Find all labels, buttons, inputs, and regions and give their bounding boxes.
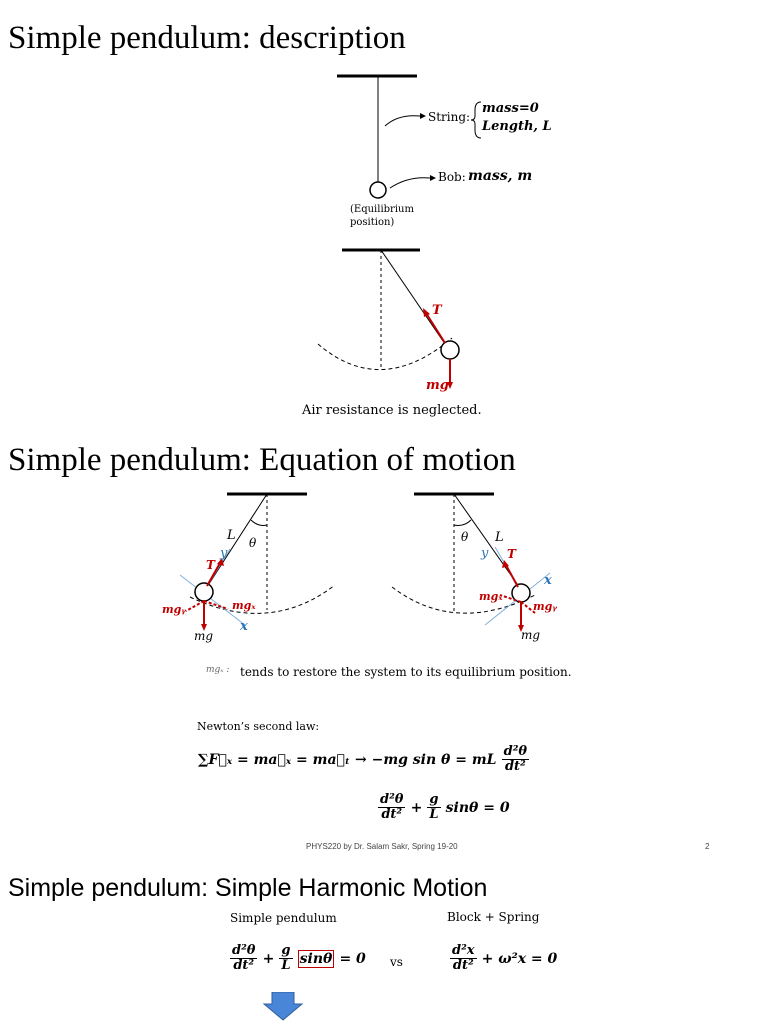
eqB-tail: + ω²x = 0 — [481, 951, 558, 967]
eq2-fraction-1: d²θ dt² — [378, 792, 406, 822]
tension-vector — [425, 312, 446, 344]
equation-of-motion-diagram — [179, 492, 551, 632]
right-theta-label: θ — [461, 530, 469, 544]
shm-pendulum-equation: d²θ dt² + g L sinθ = 0 — [230, 944, 366, 973]
equation-2: d²θ dt² + g L sinθ = 0 — [378, 793, 510, 822]
restore-note: tends to restore the system to its equil… — [240, 665, 572, 679]
eqA-denominator-1: dt² — [233, 958, 255, 973]
string-mass: mass=0 — [482, 101, 539, 116]
right-y-axis-label: y — [481, 546, 489, 561]
displaced-bob — [440, 340, 460, 360]
right-mgy-label: mgᵧ — [533, 600, 557, 613]
left-mgx-label: mgₓ — [232, 599, 256, 612]
swing-arc — [317, 337, 453, 371]
simple-pendulum-label: Simple pendulum — [230, 911, 337, 925]
bob-mass: mass, m — [468, 168, 533, 184]
eq2-tail: sinθ = 0 — [445, 800, 510, 816]
eq1-numerator: d²θ — [501, 744, 530, 760]
equation-1: ∑F⃗ₓ = ma⃗ₓ = ma⃗ₜ → −mg sin θ = mL d²θ … — [198, 744, 530, 774]
eq1-left: ∑F⃗ₓ = ma⃗ₓ = ma⃗ₜ → −mg sin θ = mL — [198, 752, 497, 768]
eqB-denominator: dt² — [452, 958, 474, 973]
section3-title: Simple pendulum: Simple Harmonic Motion — [8, 874, 488, 902]
eq1-denominator: dt² — [504, 759, 526, 774]
bob-circle — [369, 181, 387, 199]
string-pointer — [384, 115, 421, 127]
restore-symbol: mgₓ : — [206, 665, 230, 675]
bob-pointer — [389, 177, 431, 189]
pendulum-description-diagram — [317, 74, 482, 389]
equilibrium-label-2: position) — [350, 217, 395, 228]
down-arrow-icon — [262, 992, 304, 1021]
slide-footer: PHYS220 by Dr. Salam Sakr, Spring 19-20 — [306, 842, 458, 851]
left-theta-label: θ — [249, 536, 257, 550]
section2-title: Simple pendulum: Equation of motion — [8, 442, 516, 478]
left-mg-label: mg — [194, 629, 214, 643]
vs-label: vs — [390, 955, 403, 969]
eq2-numerator-2: g — [427, 793, 441, 808]
eq2-fraction-2: g L — [427, 793, 441, 822]
equilibrium-label-1: (Equilibrium — [350, 204, 414, 215]
eq2-plus: + — [410, 800, 423, 816]
eqA-boxed-sin: sinθ — [297, 950, 335, 968]
left-y-axis-label: y — [220, 546, 228, 561]
eqA-denominator-2: L — [281, 958, 291, 973]
eq2-numerator-1: d²θ — [378, 792, 406, 808]
eqB-fraction: d²x dt² — [450, 944, 477, 973]
right-x-axis-label: x — [544, 573, 552, 588]
string-length: Length, L — [482, 119, 552, 134]
left-x-axis-label: x — [240, 619, 248, 634]
left-mgy-label: mgᵧ — [162, 603, 186, 616]
eqA-tail: = 0 — [339, 951, 366, 967]
eqA-fraction-1: d²θ dt² — [230, 943, 258, 973]
eq2-denominator-2: L — [429, 807, 439, 822]
section1-title: Simple pendulum: description — [8, 20, 406, 56]
tension-label: T — [432, 303, 442, 318]
weight-label: mg — [426, 378, 449, 393]
right-mg-label: mg — [521, 628, 541, 642]
right-mgx-label: mgₓ — [479, 590, 503, 603]
string-label: String: — [428, 110, 471, 124]
newton-label: Newton’s second law: — [197, 720, 320, 733]
eqA-plus: + — [262, 951, 275, 967]
displaced-string — [380, 249, 446, 345]
left-string — [206, 493, 268, 588]
eq2-denominator-1: dt² — [381, 807, 403, 822]
bob-label: Bob: — [438, 170, 466, 184]
air-resistance-note: Air resistance is neglected. — [302, 403, 482, 418]
shm-spring-equation: d²x dt² + ω²x = 0 — [450, 944, 557, 973]
eqA-fraction-2: g L — [279, 944, 293, 973]
eq1-fraction: d²θ dt² — [501, 744, 530, 774]
left-T-label: T — [206, 558, 215, 572]
eqA-numerator-1: d²θ — [230, 943, 258, 959]
right-T-label: T — [507, 547, 516, 561]
left-L-label: L — [227, 528, 236, 543]
eqB-numerator: d²x — [450, 943, 477, 959]
right-L-label: L — [495, 530, 504, 545]
eqA-numerator-2: g — [279, 944, 293, 959]
page-number: 2 — [705, 842, 710, 851]
block-spring-label: Block + Spring — [447, 910, 540, 924]
